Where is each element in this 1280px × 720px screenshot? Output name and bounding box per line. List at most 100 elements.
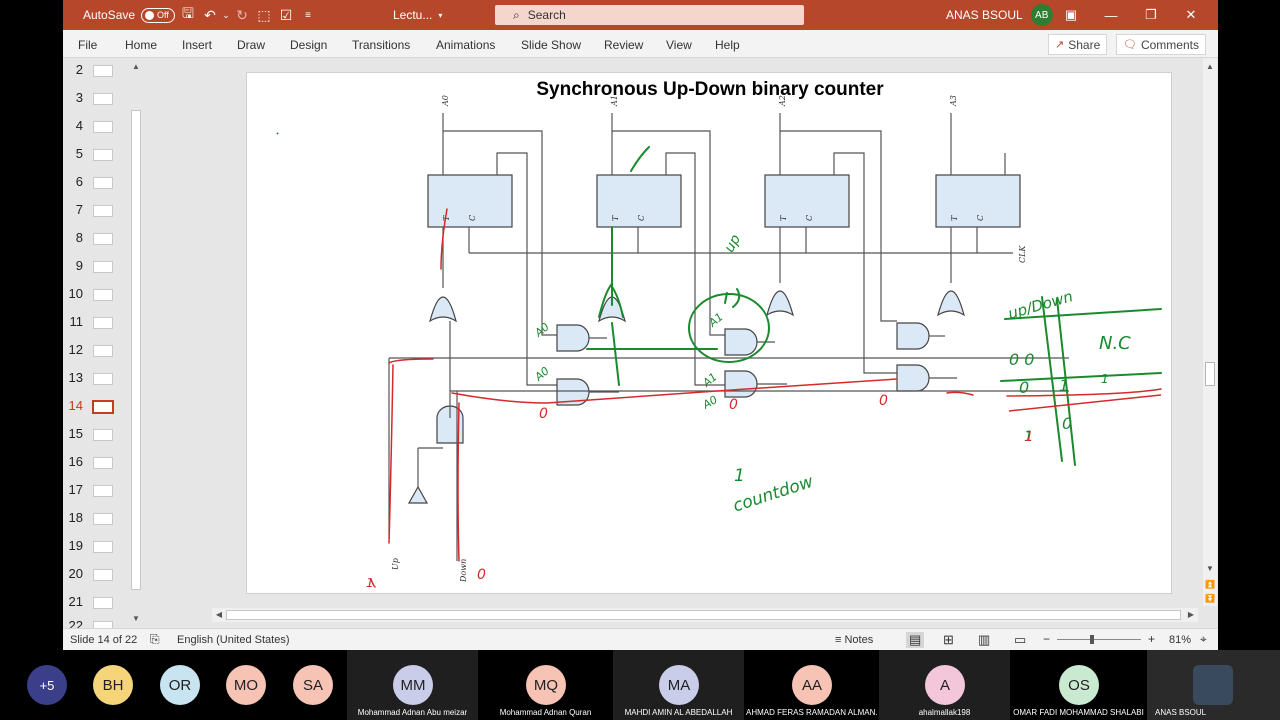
ribbon-display-icon[interactable]: ▣ — [1064, 7, 1078, 22]
zoom-slider-knob[interactable] — [1090, 635, 1094, 644]
file-name[interactable]: Lectu... ▾ — [393, 0, 442, 30]
thumbnail-slide-5[interactable]: 5 — [63, 142, 135, 168]
customize-toolbar-icon[interactable]: ≡ — [305, 9, 311, 21]
thumbnail-slide-20[interactable]: 20 — [63, 562, 135, 588]
participant-tile[interactable]: MM Mohammad Adnan Abu meizar — [347, 650, 478, 720]
previous-slide-icon[interactable]: ⏫ — [1205, 580, 1215, 589]
tab-slide-show[interactable]: Slide Show — [521, 38, 582, 52]
zoom-out-icon[interactable]: − — [1043, 632, 1051, 646]
participant-tile-self[interactable]: ANAS BSOUL — [1147, 650, 1280, 720]
thumbnail-slide-18[interactable]: 18 — [63, 506, 135, 532]
scroll-up-arrow-icon[interactable]: ▲ — [1206, 62, 1214, 71]
redo-icon[interactable]: ↻ — [236, 6, 248, 23]
scroll-down-arrow-icon[interactable]: ▼ — [132, 614, 140, 623]
thumbnail-slide-3[interactable]: 3 — [63, 86, 135, 112]
thumbnail-slide-21[interactable]: 21 — [63, 590, 135, 616]
notes-button[interactable]: ≡ Notes — [835, 634, 873, 646]
thumbnail-slide-8[interactable]: 8 — [63, 226, 135, 252]
autosave[interactable]: AutoSave Off — [83, 0, 176, 30]
thumbnail-slide-22[interactable]: 22 — [63, 614, 135, 628]
notes-icon: ≡ — [835, 634, 845, 646]
thumbnail-slide-7[interactable]: 7 — [63, 198, 135, 224]
scrollbar-thumb[interactable] — [131, 110, 141, 590]
tab-help[interactable]: Help — [715, 38, 740, 52]
thumbnail-slide-15[interactable]: 15 — [63, 422, 135, 448]
search-icon: ⌕ — [513, 7, 520, 22]
ink-row2-a: 0 — [1019, 378, 1029, 397]
participant-avatar[interactable]: BH — [93, 665, 133, 705]
thumbnail-slide-11[interactable]: 11 — [63, 310, 135, 336]
participant-video-thumbnail — [1193, 665, 1233, 705]
undo-dropdown-icon[interactable]: ⌄ — [222, 9, 230, 20]
comments-label: Comments — [1140, 37, 1199, 52]
thumbnail-number: 22 — [68, 618, 83, 628]
participant-avatar[interactable]: OR — [160, 665, 200, 705]
normal-view-icon[interactable]: ▤ — [906, 632, 925, 648]
thumbnail-slide-6[interactable]: 6 — [63, 170, 135, 196]
scroll-down-arrow-icon[interactable]: ▼ — [1206, 564, 1214, 573]
slide-canvas[interactable]: Synchronous Up-Down binary counter — [246, 72, 1172, 594]
participant-tile[interactable]: MQ Mohammad Adnan Quran — [480, 650, 611, 720]
thumbnail-slide-10[interactable]: 10 — [63, 282, 135, 308]
autosave-toggle[interactable]: Off — [141, 7, 176, 23]
slide-horizontal-scrollbar[interactable]: ◀ ▶ — [212, 608, 1198, 622]
participant-avatar[interactable]: MO — [226, 665, 266, 705]
tab-view[interactable]: View — [666, 38, 692, 52]
participant-avatar[interactable]: SA — [293, 665, 333, 705]
share-button[interactable]: ↗ Share — [1048, 34, 1108, 55]
scroll-up-arrow-icon[interactable]: ▲ — [132, 62, 140, 71]
tab-home[interactable]: Home — [125, 38, 158, 52]
more-participants-button[interactable]: +5 — [27, 665, 67, 705]
participant-tile[interactable]: A ahalmallak198 — [879, 650, 1010, 720]
restore-icon[interactable]: ❐ — [1145, 7, 1157, 22]
thumbnail-slide-14[interactable]: 14 — [63, 394, 135, 420]
minimize-icon[interactable]: — — [1104, 7, 1118, 23]
participant-tile[interactable]: MA MAHDI AMIN AL ABEDALLAH — [613, 650, 744, 720]
thumbnail-slide-19[interactable]: 19 — [63, 534, 135, 560]
save-icon[interactable]: 🖫 — [182, 5, 194, 21]
thumbnail-slide-9[interactable]: 9 — [63, 254, 135, 280]
undo-icon[interactable]: ↶ — [204, 6, 216, 23]
participant-avatar: A — [925, 665, 965, 705]
touch-mode-icon[interactable]: ☑ — [279, 6, 293, 23]
tab-file[interactable]: File — [78, 38, 98, 52]
thumbnail-slide-16[interactable]: 16 — [63, 450, 135, 476]
thumbnail-slide-13[interactable]: 13 — [63, 366, 135, 392]
tab-transitions[interactable]: Transitions — [352, 38, 411, 52]
tab-draw[interactable]: Draw — [237, 38, 266, 52]
scrollbar-thumb[interactable] — [226, 610, 1181, 620]
reading-view-icon[interactable]: ▥ — [978, 632, 991, 647]
slide-sorter-icon[interactable]: ⊞ — [943, 632, 954, 647]
scrollbar-thumb[interactable] — [1205, 362, 1215, 386]
next-slide-icon[interactable]: ⏬ — [1205, 594, 1215, 603]
tab-insert[interactable]: Insert — [182, 38, 213, 52]
zoom-level[interactable]: 81% — [1169, 634, 1192, 646]
thumbnail-scrollbar[interactable]: ▲ ▼ — [129, 58, 143, 628]
fit-to-window-icon[interactable]: ⌖ — [1200, 632, 1207, 646]
language-indicator[interactable]: English (United States) — [177, 634, 290, 646]
accessibility-icon[interactable]: ⎘ — [150, 632, 160, 646]
slideshow-view-icon[interactable]: ▭ — [1014, 632, 1027, 647]
participant-tile[interactable]: AA AHMAD FERAS RAMADAN ALMAN... — [746, 650, 877, 720]
tab-animations[interactable]: Animations — [436, 38, 496, 52]
thumbnail-slide-17[interactable]: 17 — [63, 478, 135, 504]
zoom-slider[interactable] — [1057, 639, 1141, 640]
slide-vertical-scrollbar[interactable]: ▲ ▼ ⏫ ⏬ — [1203, 58, 1217, 606]
close-icon[interactable]: ✕ — [1185, 7, 1197, 22]
account[interactable]: ANAS BSOUL AB — [946, 0, 1053, 30]
thumbnail-slide-2[interactable]: 2 — [63, 58, 135, 84]
thumbnail-slide-12[interactable]: 12 — [63, 338, 135, 364]
participant-tile[interactable]: OS OMAR FADI MOHAMMAD SHALABI — [1012, 650, 1145, 720]
thumbnail-slide-4[interactable]: 4 — [63, 114, 135, 140]
scroll-left-arrow-icon[interactable]: ◀ — [215, 610, 223, 619]
tab-review[interactable]: Review — [604, 38, 644, 52]
tab-design[interactable]: Design — [290, 38, 328, 52]
zoom-in-icon[interactable]: + — [1148, 632, 1156, 646]
ink-zero: 0 — [729, 397, 738, 413]
present-icon[interactable]: ⬚ — [257, 6, 271, 23]
comments-button[interactable]: 🗨 Comments — [1116, 34, 1206, 55]
search-box[interactable]: ⌕ Search — [495, 5, 804, 25]
autosave-state: Off — [157, 10, 169, 20]
scroll-right-arrow-icon[interactable]: ▶ — [1187, 610, 1195, 619]
